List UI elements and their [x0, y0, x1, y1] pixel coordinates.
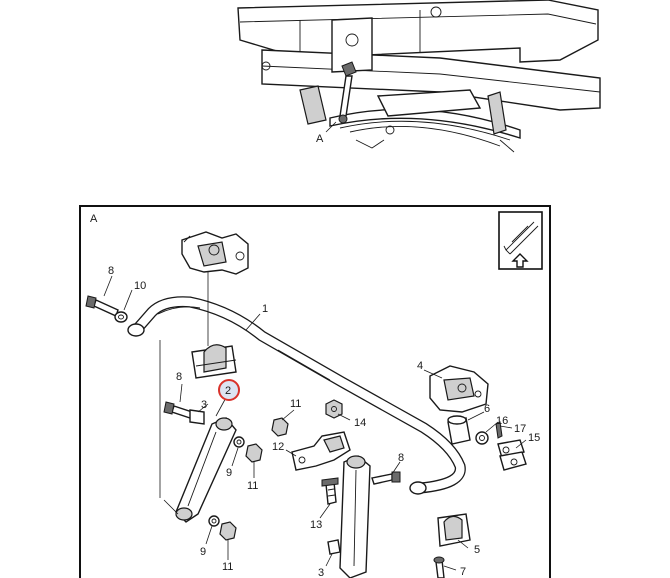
bolt-8-upper	[85, 295, 119, 317]
callout-11-upper: 11	[247, 480, 258, 492]
front-direction-arrow-icon	[498, 211, 543, 270]
upper-mounting-bracket-left	[181, 231, 249, 275]
washer-9-lower	[208, 515, 220, 527]
overview-view-label: A	[316, 133, 324, 145]
callout-8-middle: 8	[176, 371, 182, 383]
callout-1: 1	[262, 303, 268, 315]
spacer-3-left	[189, 409, 205, 425]
stabilizer-link-right	[339, 455, 371, 578]
callout-5: 5	[474, 544, 480, 556]
nut-11-middle	[271, 417, 289, 437]
bolt-7	[433, 556, 445, 578]
stabilizer-bar	[127, 296, 466, 495]
callout-8-right: 8	[398, 452, 404, 464]
callout-3-left: 3	[201, 399, 207, 411]
callout-16: 16	[496, 415, 508, 427]
callout-14: 14	[354, 417, 366, 429]
upper-mounting-bracket-right	[429, 365, 489, 413]
callout-11-lower: 11	[222, 561, 233, 573]
spacer-3-middle	[327, 539, 341, 555]
washer-9-upper	[233, 436, 245, 448]
stabilizer-link-left	[175, 417, 237, 523]
stabilizer-bushing-left	[191, 344, 237, 379]
callout-2-highlighted[interactable]: 2	[225, 385, 231, 397]
callout-7: 7	[460, 566, 466, 578]
clamp-15	[497, 439, 527, 471]
callout-17: 17	[514, 423, 526, 435]
callout-3-middle: 3	[318, 567, 324, 578]
callout-12: 12	[272, 441, 284, 453]
bolt-13	[321, 477, 339, 505]
washer-10	[114, 311, 128, 323]
nut-11-lower	[219, 521, 237, 541]
callout-9-lower: 9	[200, 546, 206, 558]
link-bracket-12	[291, 431, 351, 471]
callout-11-middle: 11	[290, 398, 301, 410]
leader-lines	[103, 275, 527, 571]
callout-4: 4	[417, 360, 423, 372]
detail-view-label: A	[90, 213, 98, 225]
bolt-8-middle	[163, 401, 193, 419]
callout-6: 6	[484, 403, 490, 415]
callout-15: 15	[528, 432, 540, 444]
highlighted-callout-ring[interactable]	[218, 379, 240, 401]
nut-14	[325, 399, 343, 419]
callout-8-upper: 8	[108, 265, 114, 277]
stabilizer-bushing-right	[437, 513, 471, 547]
callout-10: 10	[134, 280, 146, 292]
callout-13: 13	[310, 519, 322, 531]
nut-11-upper	[245, 443, 263, 463]
washer-16	[475, 431, 489, 445]
bolt-8-right	[371, 471, 401, 485]
chassis-overview-illustration: A	[237, 0, 601, 153]
spacer-sleeve	[447, 415, 471, 445]
callout-9-upper: 9	[226, 467, 232, 479]
